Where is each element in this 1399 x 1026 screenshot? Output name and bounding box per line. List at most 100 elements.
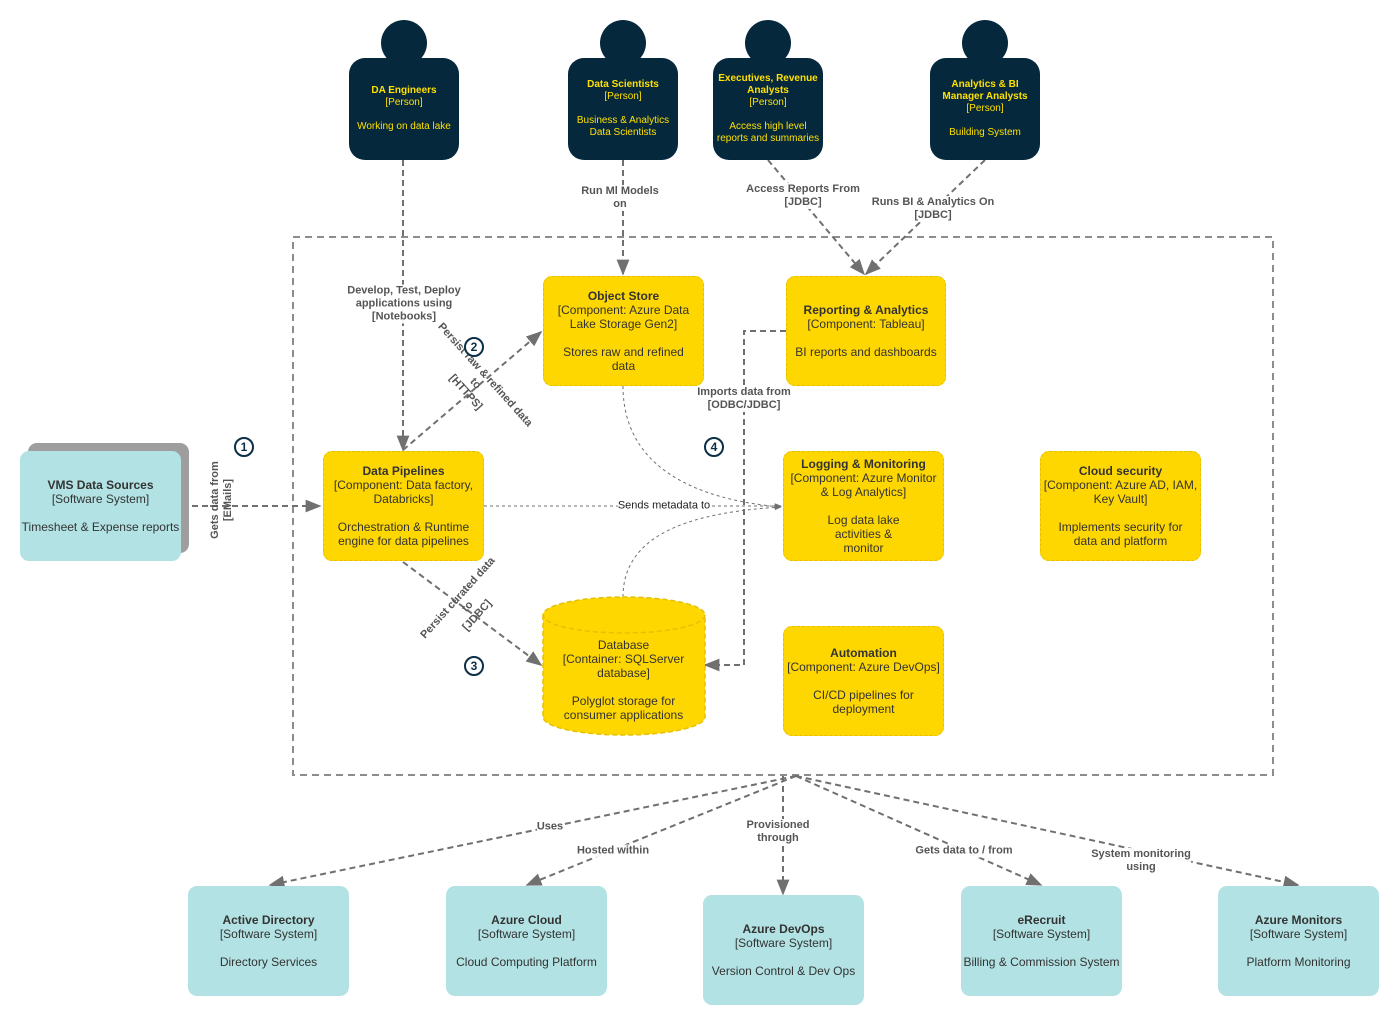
step-marker: 1 — [234, 437, 254, 457]
system-name: Azure DevOps — [742, 922, 825, 936]
edge-persist-raw — [402, 330, 543, 451]
step-marker: 4 — [704, 437, 724, 457]
person-bi-manager: Analytics & BI Manager Analysts [Person]… — [930, 20, 1040, 160]
person-type: [Person] — [604, 91, 642, 102]
system-desc: Cloud Computing Platform — [456, 955, 597, 969]
system-type: [Software System] — [219, 927, 318, 941]
component-desc: Polyglot storage for consumer applicatio… — [563, 694, 684, 722]
edge-label-runs-bi: Runs BI & Analytics On[JDBC] — [871, 196, 995, 222]
person-type: [Person] — [749, 97, 787, 108]
component-desc: CI/CD pipelines for deployment — [813, 688, 914, 716]
edge-label-imports-data: Imports data from[ODBC/JDBC] — [697, 386, 791, 412]
system-type: [Software System] — [992, 927, 1091, 941]
person-body: Data Scientists [Person] Business & Anal… — [568, 58, 678, 160]
person-desc: Working on data lake — [357, 121, 451, 132]
edge-label-access-reports: Access Reports From[JDBC] — [746, 183, 860, 209]
person-executives: Executives, Revenue Analysts [Person] Ac… — [713, 20, 823, 160]
person-desc: Business & Analytics — [576, 115, 670, 126]
person-desc: Access high level — [729, 121, 807, 132]
system-vms-data-sources: VMS Data Sources [Software System] Times… — [20, 451, 181, 561]
person-data-scientists: Data Scientists [Person] Business & Anal… — [568, 20, 678, 160]
step-marker: 2 — [464, 337, 484, 357]
system-name: Azure Cloud — [491, 913, 562, 927]
system-desc: Billing & Commission System — [963, 955, 1120, 969]
system-type: [Software System] — [477, 927, 576, 941]
component-automation: Automation [Component: Azure DevOps] CI/… — [783, 626, 944, 736]
component-name: Logging & Monitoring — [801, 457, 926, 471]
system-name: eRecruit — [1017, 913, 1066, 927]
edge-hosted — [525, 775, 797, 886]
component-name: Data Pipelines — [362, 464, 445, 478]
component-object-store: Object Store [Component: Azure Data Lake… — [543, 276, 704, 386]
system-erecruit: eRecruit [Software System] Billing & Com… — [961, 886, 1122, 996]
person-name: Analytics & BI Manager Analysts — [942, 79, 1028, 102]
person-name: DA Engineers — [371, 85, 437, 96]
edge-access-reports — [767, 159, 866, 276]
system-azure-monitors: Azure Monitors [Software System] Platfor… — [1218, 886, 1379, 996]
system-active-directory: Active Directory [Software System] Direc… — [188, 886, 349, 996]
system-desc: Platform Monitoring — [1246, 955, 1351, 969]
component-type: [Component: Azure DevOps] — [787, 660, 940, 674]
system-type: [Software System] — [1249, 927, 1348, 941]
component-name: Automation — [830, 646, 897, 660]
component-data-pipelines: Data Pipelines [Component: Data factory,… — [323, 451, 484, 561]
system-type: [Software System] — [51, 492, 150, 506]
person-name: Executives, Revenue Analysts — [718, 73, 818, 96]
component-desc: Implements security for data and platfor… — [1058, 520, 1183, 548]
component-type: [Component: Azure Monitor & Log Analytic… — [790, 471, 937, 499]
component-type: [Container: SQLServer database] — [562, 652, 685, 680]
edge-imports-data — [703, 330, 786, 672]
person-desc: Data Scientists — [589, 127, 657, 138]
system-desc: Version Control & Dev Ops — [711, 964, 856, 978]
edge-gets-to-from — [795, 775, 1043, 886]
person-body: DA Engineers [Person] Working on data la… — [349, 58, 459, 160]
component-type: [Component: Data factory, Databricks] — [333, 478, 474, 506]
edge-label-gets-to-from: Gets data to / from — [915, 844, 1013, 858]
person-body: Analytics & BI Manager Analysts [Person]… — [930, 58, 1040, 160]
edge-label-uses: Uses — [536, 820, 564, 834]
component-name: Cloud security — [1078, 464, 1163, 478]
component-logging-monitoring: Logging & Monitoring [Component: Azure M… — [783, 451, 944, 561]
edge-label-sends-metadata: Sends metadata to — [617, 499, 711, 513]
person-desc: Building System — [949, 127, 1021, 138]
edge-label-gets-data: Gets data from[EMails] — [209, 461, 234, 539]
system-desc: Directory Services — [219, 955, 318, 969]
system-azure-devops: Azure DevOps [Software System] Version C… — [703, 895, 864, 1005]
component-database: Database [Container: SQLServer database]… — [543, 630, 704, 730]
component-name: Database — [597, 638, 650, 652]
person-type: [Person] — [966, 103, 1004, 114]
component-desc: BI reports and dashboards — [795, 345, 937, 359]
component-type: [Component: Tableau] — [807, 317, 925, 331]
component-type: [Component: Azure AD, IAM, Key Vault] — [1043, 478, 1198, 506]
component-type: [Component: Azure Data Lake Storage Gen2… — [557, 303, 690, 331]
system-name: Azure Monitors — [1254, 913, 1343, 927]
edge-uses — [268, 775, 797, 889]
edge-sys-monitoring — [795, 775, 1300, 889]
component-name: Reporting & Analytics — [803, 303, 929, 317]
database-cylinder — [542, 596, 706, 736]
edge-persist-curated — [402, 561, 543, 666]
person-desc: reports and summaries — [716, 133, 820, 144]
component-desc: Log data lake activities & monitor — [827, 513, 900, 555]
component-name: Object Store — [587, 289, 660, 303]
person-type: [Person] — [385, 97, 423, 108]
edge-db-to-logging — [622, 504, 782, 598]
step-marker: 3 — [464, 656, 484, 676]
edge-label-hosted: Hosted within — [576, 844, 650, 858]
system-name: VMS Data Sources — [47, 478, 154, 492]
component-cloud-security: Cloud security [Component: Azure AD, IAM… — [1040, 451, 1201, 561]
component-reporting-analytics: Reporting & Analytics [Component: Tablea… — [786, 276, 946, 386]
person-body: Executives, Revenue Analysts [Person] Ac… — [713, 58, 823, 160]
system-desc: Timesheet & Expense reports — [21, 520, 180, 534]
component-desc: Orchestration & Runtime engine for data … — [337, 520, 470, 548]
system-type: [Software System] — [734, 936, 833, 950]
system-name: Active Directory — [222, 913, 315, 927]
person-name: Data Scientists — [587, 79, 659, 90]
component-desc: Stores raw and refined data — [563, 345, 684, 373]
person-da-engineers: DA Engineers [Person] Working on data la… — [349, 20, 459, 160]
system-azure-cloud: Azure Cloud [Software System] Cloud Comp… — [446, 886, 607, 996]
